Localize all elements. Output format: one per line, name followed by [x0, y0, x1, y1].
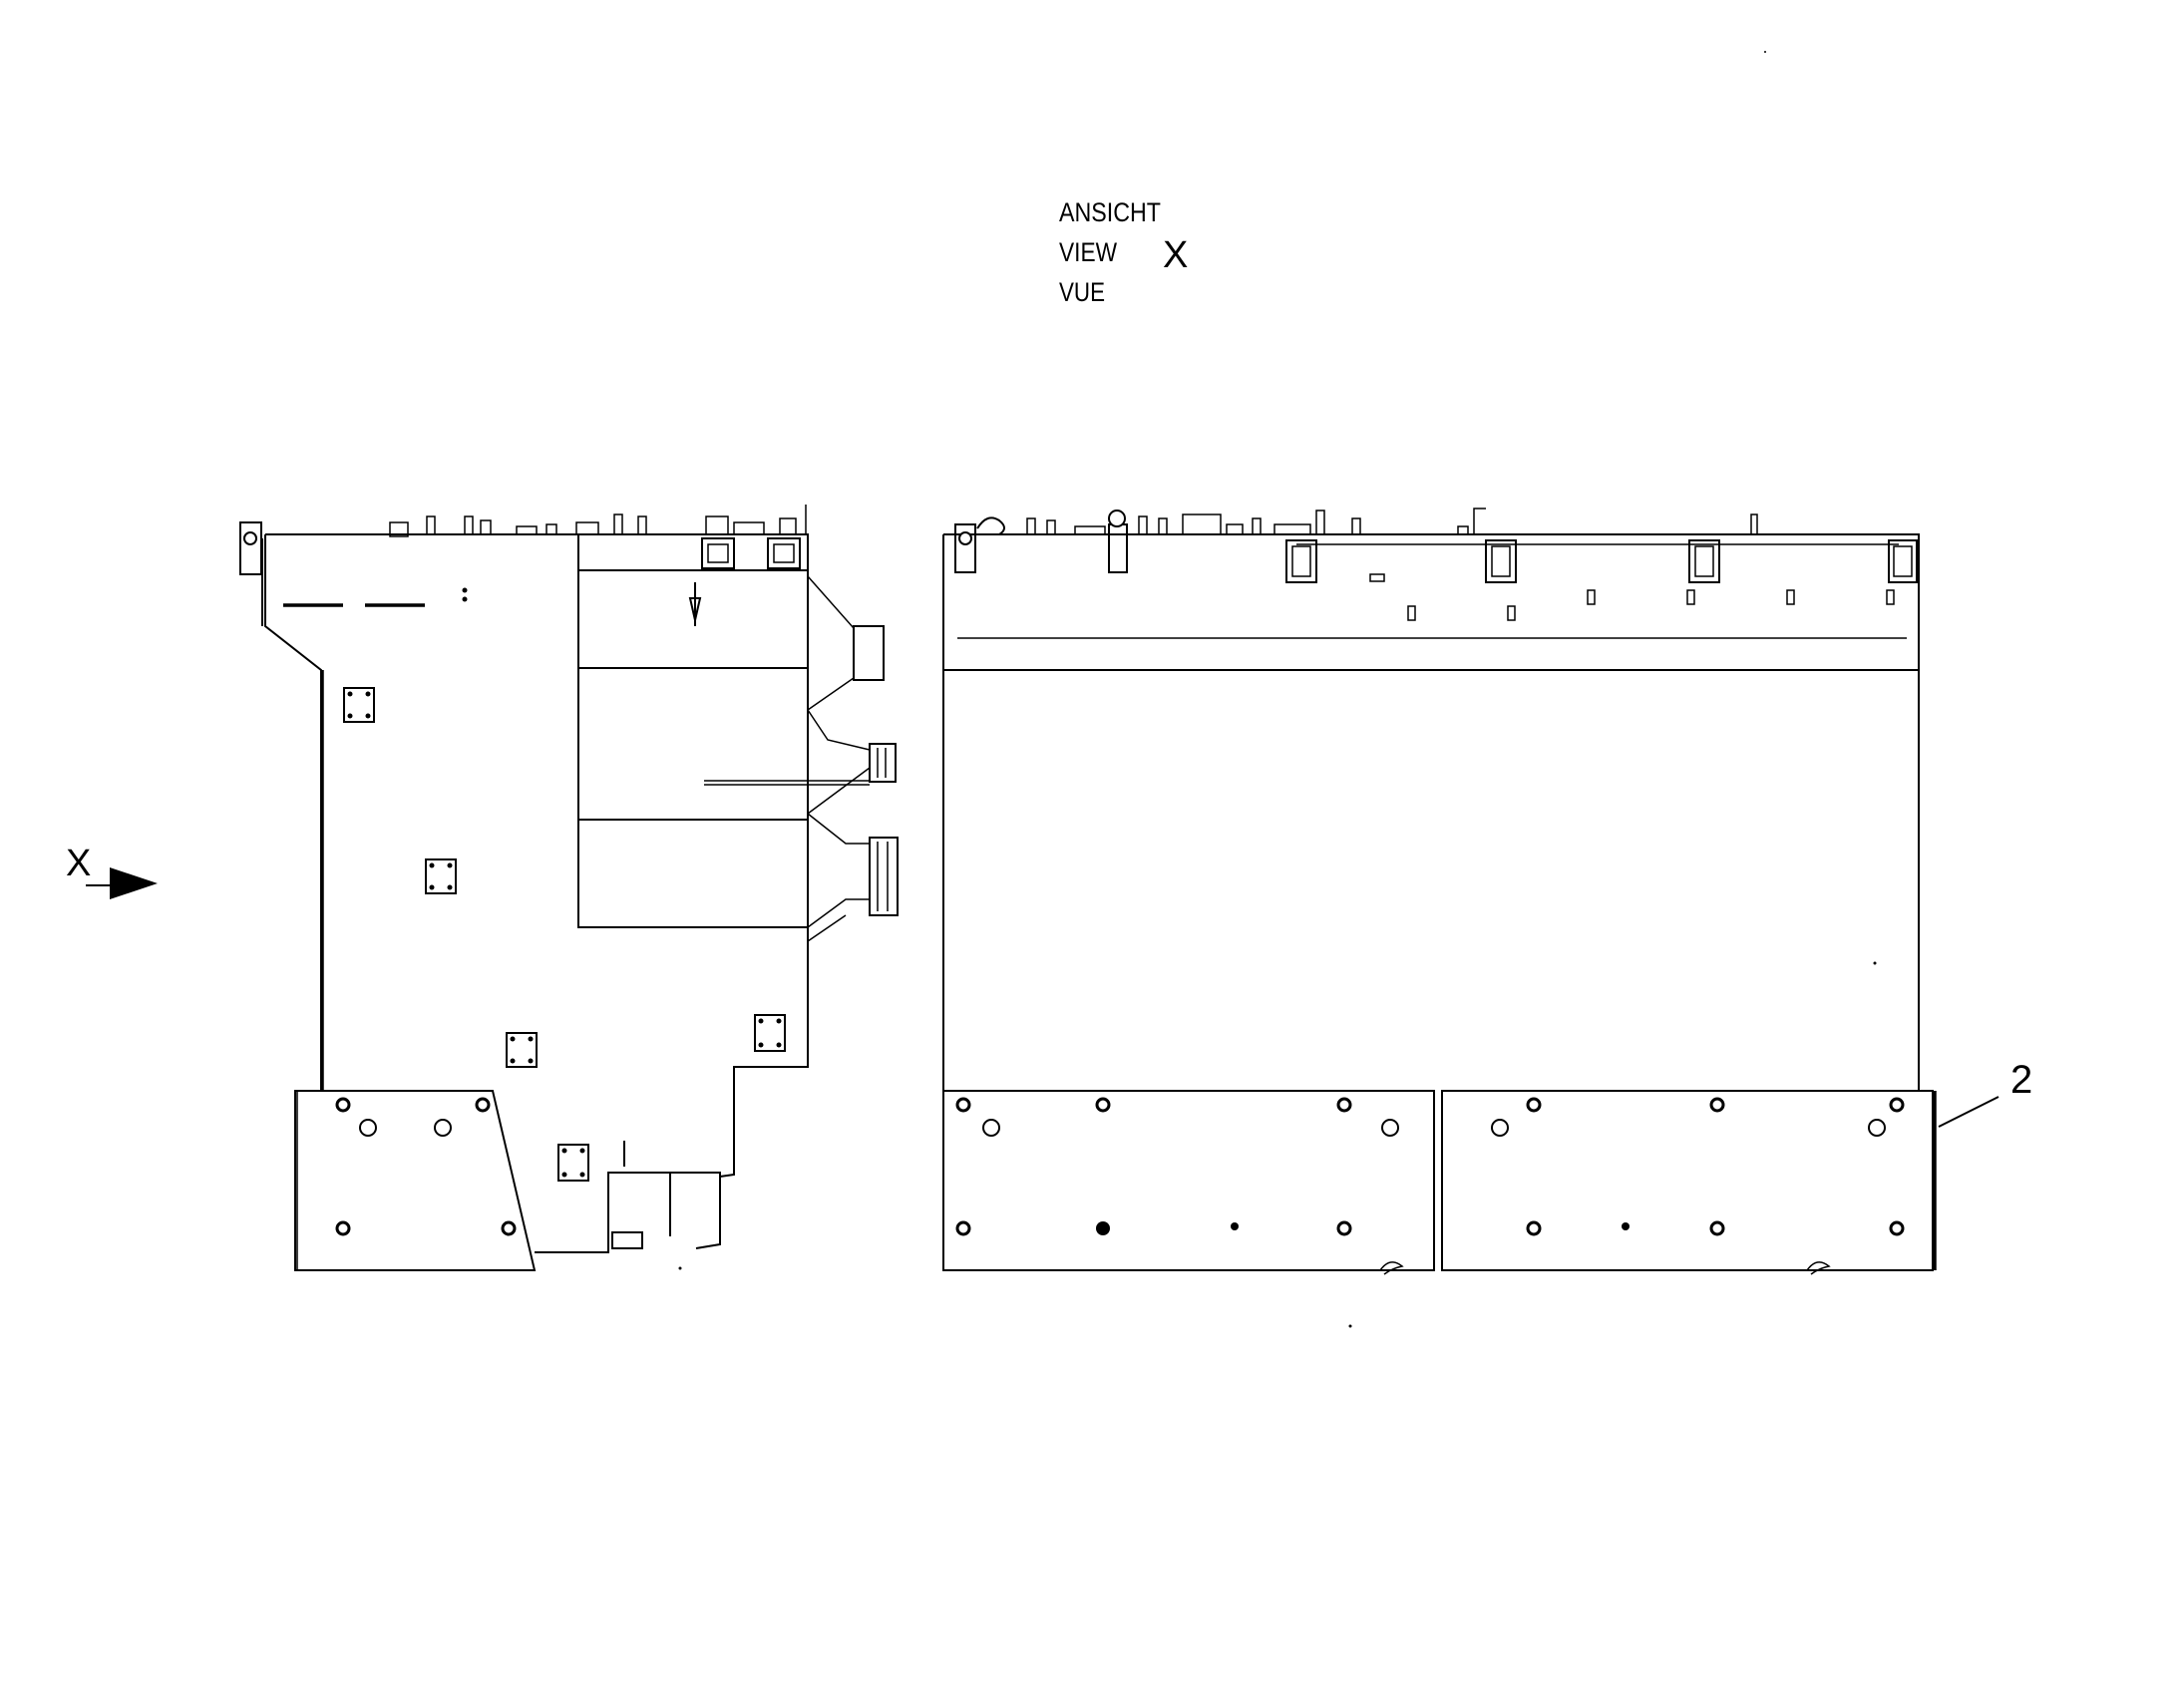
- view-title-block: ANSICHT VIEW VUE X: [1059, 197, 1188, 307]
- side-view-clamp-inner: [707, 543, 729, 563]
- speck: [678, 1266, 682, 1270]
- view-title-letter: X: [1163, 234, 1188, 276]
- side-view-body-outline: [261, 533, 809, 1178]
- front-view-cover-panel-left: [942, 1090, 1435, 1275]
- front-view-fasteners: [1369, 573, 1895, 621]
- side-view-upper-box: [577, 534, 808, 928]
- view-title-vue: VUE: [1059, 277, 1105, 307]
- front-view-cover-panel-right: [1441, 1090, 1934, 1275]
- view-title-view: VIEW: [1059, 237, 1117, 267]
- side-view-top-connectors: [389, 505, 807, 537]
- view-arrow-head: [110, 867, 158, 899]
- front-view-left-bracket: [954, 523, 976, 573]
- callout-2: 2: [1938, 1058, 2032, 1128]
- side-view-lower-step: [535, 1172, 721, 1253]
- callout-leader-line: [1938, 1096, 1999, 1128]
- front-view-sensor: [1108, 523, 1128, 573]
- side-view-base-plate: [294, 1090, 537, 1271]
- side-view-clamp-box: [701, 537, 735, 569]
- side-view-clamp-inner: [773, 543, 795, 563]
- side-view-pump-detail: [607, 1141, 671, 1246]
- side-view-tab-hole: [243, 531, 257, 545]
- speck: [1764, 51, 1766, 53]
- side-view-pump-foot: [611, 1231, 643, 1249]
- side-view-dot: [462, 587, 468, 593]
- side-view-clamp-box: [767, 537, 801, 569]
- view-title-ansicht: ANSICHT: [1059, 197, 1161, 227]
- side-view-plates: [343, 687, 786, 1182]
- callout-number: 2: [2010, 1058, 2032, 1102]
- front-view-bracket-hole: [958, 531, 972, 545]
- speck: [1873, 961, 1877, 965]
- front-view-sensor-top: [1108, 510, 1126, 527]
- view-direction-marker: X: [66, 843, 158, 899]
- view-arrow-letter: X: [66, 843, 91, 884]
- front-view-clamps: [1285, 539, 1918, 583]
- side-view: [239, 505, 899, 1271]
- speck: [1348, 1324, 1352, 1328]
- side-view-dot: [462, 596, 468, 602]
- side-view-probe: [688, 582, 702, 626]
- front-view-top-connectors: [1026, 508, 1758, 535]
- side-view-top-tab: [239, 521, 262, 575]
- front-view-body-outline: [942, 533, 1920, 1270]
- front-view-hose-loop: [976, 516, 1005, 535]
- side-view-cables: [704, 575, 899, 1057]
- front-view: [942, 508, 1937, 1275]
